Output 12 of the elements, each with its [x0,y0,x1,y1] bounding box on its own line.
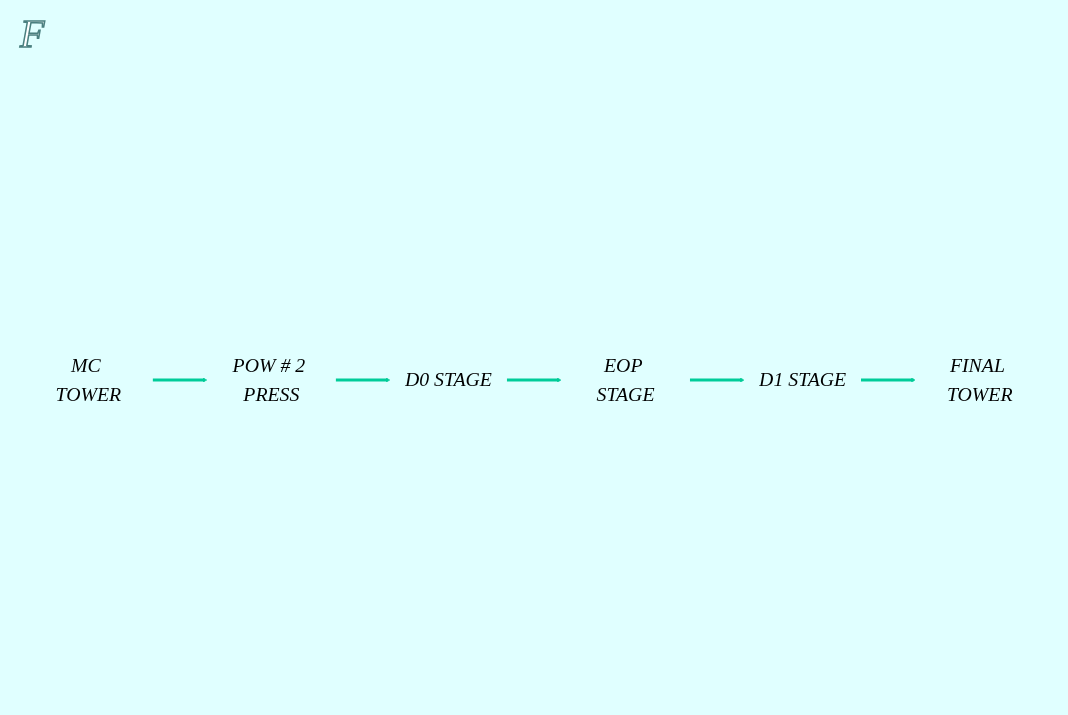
node-text: POW # 2 PRESS [232,353,306,406]
node-text: MC TOWER [55,353,122,406]
node-text: FINAL TOWER [946,353,1013,406]
note-text: F [20,11,45,56]
arrow [506,377,562,383]
arrow [689,377,745,383]
arrow [861,377,916,383]
arrow [152,377,208,383]
node-text: D1 STAGE [759,368,847,391]
arrow [335,377,391,383]
node-text: D0 STAGE [404,368,492,391]
node-text: EOP STAGE [596,353,655,406]
